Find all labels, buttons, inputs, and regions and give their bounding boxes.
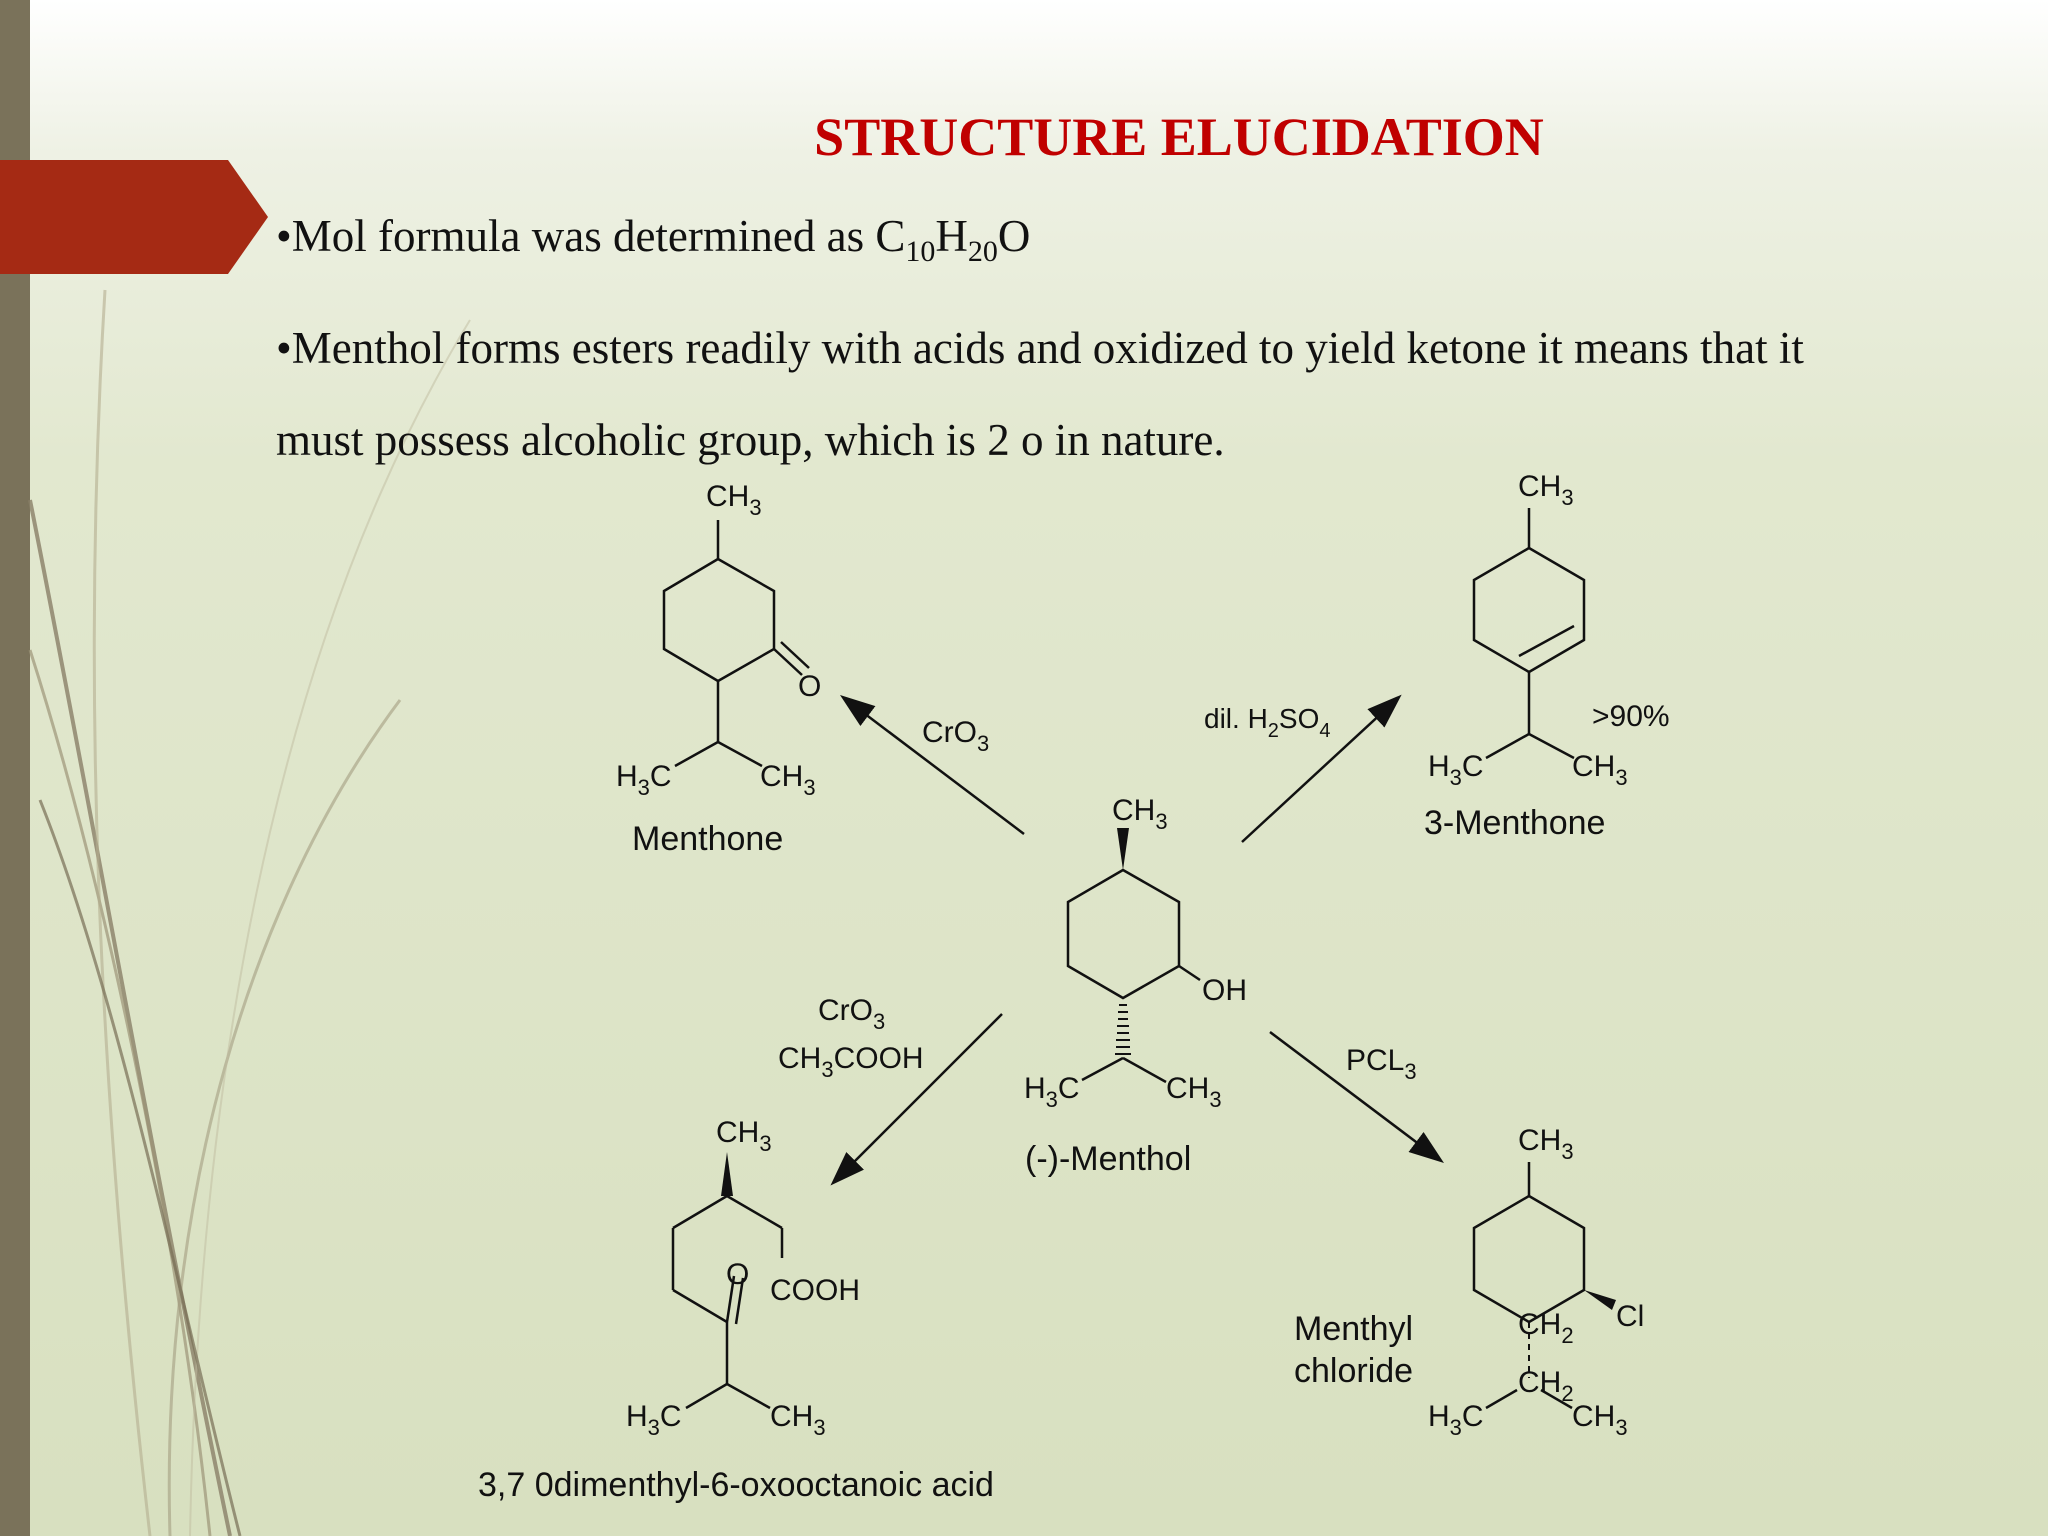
acid-ch3b-label: CH3: [770, 1400, 826, 1440]
arrow-to-menthyl-chloride: [1269, 1031, 1444, 1164]
3-menthone-structure: CH3 >90% H3C CH3 3-Menthone: [1424, 470, 1670, 842]
chloride-name-line2: chloride: [1294, 1352, 1413, 1390]
menthol-oh-label: OH: [1202, 974, 1247, 1007]
arrow-to-3-menthone: [1241, 694, 1402, 843]
menthol-ch3-label: CH3: [1112, 794, 1168, 834]
reagent-cro3-top: CrO3: [922, 716, 989, 756]
acid-cooh-label: COOH: [770, 1274, 860, 1307]
chloride-ch3b-label: CH3: [1572, 1400, 1628, 1440]
3-menthone-h3c-label: H3C: [1428, 750, 1484, 790]
menthol-structure: CH3 OH H3C CH3 (-)-Menthol: [1024, 794, 1247, 1178]
3-menthone-ch3b-label: CH3: [1572, 750, 1628, 790]
chloride-ch2a-label: CH2: [1518, 1308, 1574, 1348]
menthone-h3c-label: H3C: [616, 760, 672, 800]
acid-h3c-label: H3C: [626, 1400, 682, 1440]
menthyl-chloride-structure: CH3 Cl CH2 CH2 H3C CH3 Menthyl chloride: [1294, 1124, 1644, 1440]
chloride-ch2b-label: CH2: [1518, 1366, 1574, 1406]
acid-o-label: O: [726, 1258, 749, 1291]
chloride-h3c-label: H3C: [1428, 1400, 1484, 1440]
acid-name: 3,7 0dimenthyl-6-oxooctanoic acid: [478, 1466, 994, 1504]
menthol-h3c-label: H3C: [1024, 1072, 1080, 1112]
acid-ch3-label: CH3: [716, 1116, 772, 1156]
menthone-structure: CH3 O H3C CH3 Menthone: [616, 480, 821, 858]
arrow-to-acid: [830, 1013, 1003, 1186]
bullet-menthol-esters: •Menthol forms esters readily with acids…: [276, 323, 1804, 465]
arrow-to-menthone: [840, 694, 1025, 835]
3-menthone-yield: >90%: [1592, 700, 1670, 733]
menthol-name: (-)-Menthol: [1025, 1140, 1191, 1178]
menthone-ch3-label: CH3: [706, 480, 762, 520]
bullet-mol-formula: •Mol formula was determined as C10H20O: [276, 211, 1031, 268]
3-menthone-ch3-label: CH3: [1518, 470, 1574, 510]
menthone-ch3b-label: CH3: [760, 760, 816, 800]
chloride-ch3-label: CH3: [1518, 1124, 1574, 1164]
3-menthone-name: 3-Menthone: [1424, 804, 1605, 842]
menthone-o-label: O: [798, 670, 821, 703]
slide-title: STRUCTURE ELUCIDATION: [814, 107, 1544, 167]
reagent-cro3-bottom: CrO3: [818, 994, 885, 1034]
oxooctanoic-acid-structure: CH3 O COOH H3C CH3 3,7 0dimenthyl-6-oxoo…: [478, 1116, 994, 1504]
red-arrow-tab: [0, 160, 268, 274]
menthol-ch3b-label: CH3: [1166, 1072, 1222, 1112]
menthone-name: Menthone: [632, 820, 783, 858]
chloride-cl-label: Cl: [1616, 1300, 1644, 1333]
chloride-name-line1: Menthyl: [1294, 1310, 1413, 1348]
reagent-acetic-acid: CH3COOH: [778, 1042, 924, 1082]
reagent-pcl3: PCL3: [1346, 1044, 1417, 1084]
reagent-dil-h2so4: dil. H2SO4: [1204, 703, 1331, 742]
